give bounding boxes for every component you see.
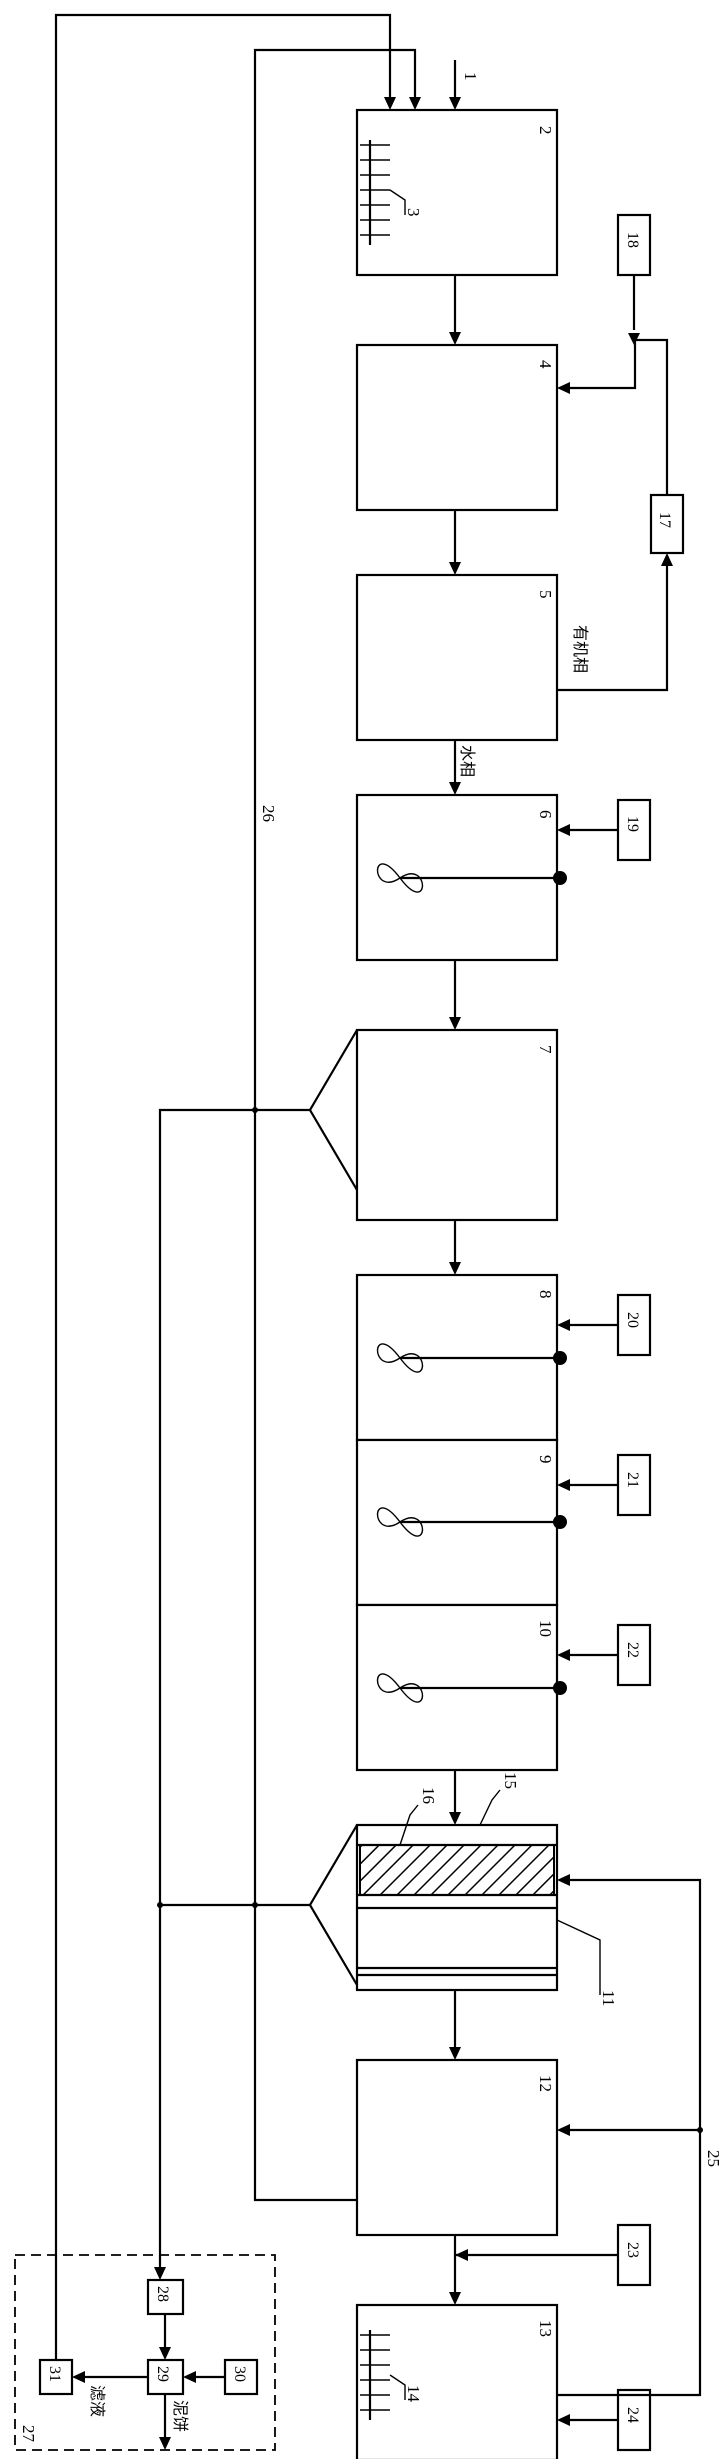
label-13: 13 bbox=[536, 2320, 555, 2337]
label-21: 21 bbox=[624, 1472, 641, 1488]
label-23: 23 bbox=[624, 2242, 641, 2258]
label-2: 2 bbox=[536, 126, 555, 135]
box-18 bbox=[616, 213, 652, 277]
dashed-region-27 bbox=[14, 2254, 276, 2451]
box-21 bbox=[616, 1453, 652, 1517]
mixer-10 bbox=[376, 1673, 567, 1703]
label-6: 6 bbox=[536, 810, 555, 819]
packing-16 bbox=[359, 1844, 555, 1896]
label-16: 16 bbox=[419, 1787, 438, 1804]
label-15: 15 bbox=[501, 1772, 520, 1789]
label-17: 17 bbox=[656, 512, 673, 528]
box-7 bbox=[355, 1028, 559, 1222]
box-23 bbox=[616, 2223, 652, 2287]
mixer-6 bbox=[376, 863, 567, 893]
label-filtrate: 滤液 bbox=[88, 2385, 107, 2417]
box-13 bbox=[355, 2303, 559, 2459]
label-26: 26 bbox=[259, 805, 278, 822]
label-5: 5 bbox=[536, 590, 555, 599]
label-19: 19 bbox=[624, 816, 641, 832]
aerator-3 bbox=[360, 140, 406, 245]
label-18: 18 bbox=[624, 232, 641, 248]
label-organic-phase: 有机相 bbox=[571, 625, 590, 673]
label-30: 30 bbox=[231, 2366, 248, 2382]
box-22 bbox=[616, 1623, 652, 1687]
box-12 bbox=[355, 2058, 559, 2237]
labels: 1 2 3 4 5 6 7 8 9 10 11 12 13 14 15 16 1… bbox=[19, 72, 723, 2443]
box-5 bbox=[355, 573, 559, 742]
label-28: 28 bbox=[154, 2286, 171, 2302]
label-27: 27 bbox=[19, 2425, 38, 2443]
label-10: 10 bbox=[536, 1620, 555, 1637]
label-24: 24 bbox=[624, 2407, 641, 2423]
label-filter-cake: 泥饼 bbox=[171, 2400, 190, 2432]
box-2 bbox=[355, 108, 559, 277]
label-20: 20 bbox=[624, 1312, 641, 1328]
label-3: 3 bbox=[404, 208, 423, 217]
aerator-14 bbox=[360, 2330, 406, 2420]
label-4: 4 bbox=[536, 360, 555, 369]
box-4 bbox=[355, 343, 559, 512]
label-11: 11 bbox=[599, 1990, 618, 2006]
label-12: 12 bbox=[536, 2075, 555, 2092]
label-8: 8 bbox=[536, 1290, 555, 1299]
hopper-11 bbox=[308, 1824, 358, 1986]
label-9: 9 bbox=[536, 1455, 555, 1464]
label-1: 1 bbox=[461, 72, 480, 81]
label-31: 31 bbox=[46, 2366, 63, 2382]
mixer-8 bbox=[376, 1343, 567, 1373]
label-25: 25 bbox=[704, 2150, 723, 2167]
label-22: 22 bbox=[624, 1642, 641, 1658]
box-19 bbox=[616, 798, 652, 862]
mixer-9 bbox=[376, 1507, 567, 1537]
label-14: 14 bbox=[404, 2385, 423, 2403]
hopper-7 bbox=[308, 1029, 358, 1191]
label-7: 7 bbox=[536, 1045, 555, 1054]
label-aqueous-phase: 水相 bbox=[458, 745, 477, 777]
label-29: 29 bbox=[154, 2366, 171, 2382]
